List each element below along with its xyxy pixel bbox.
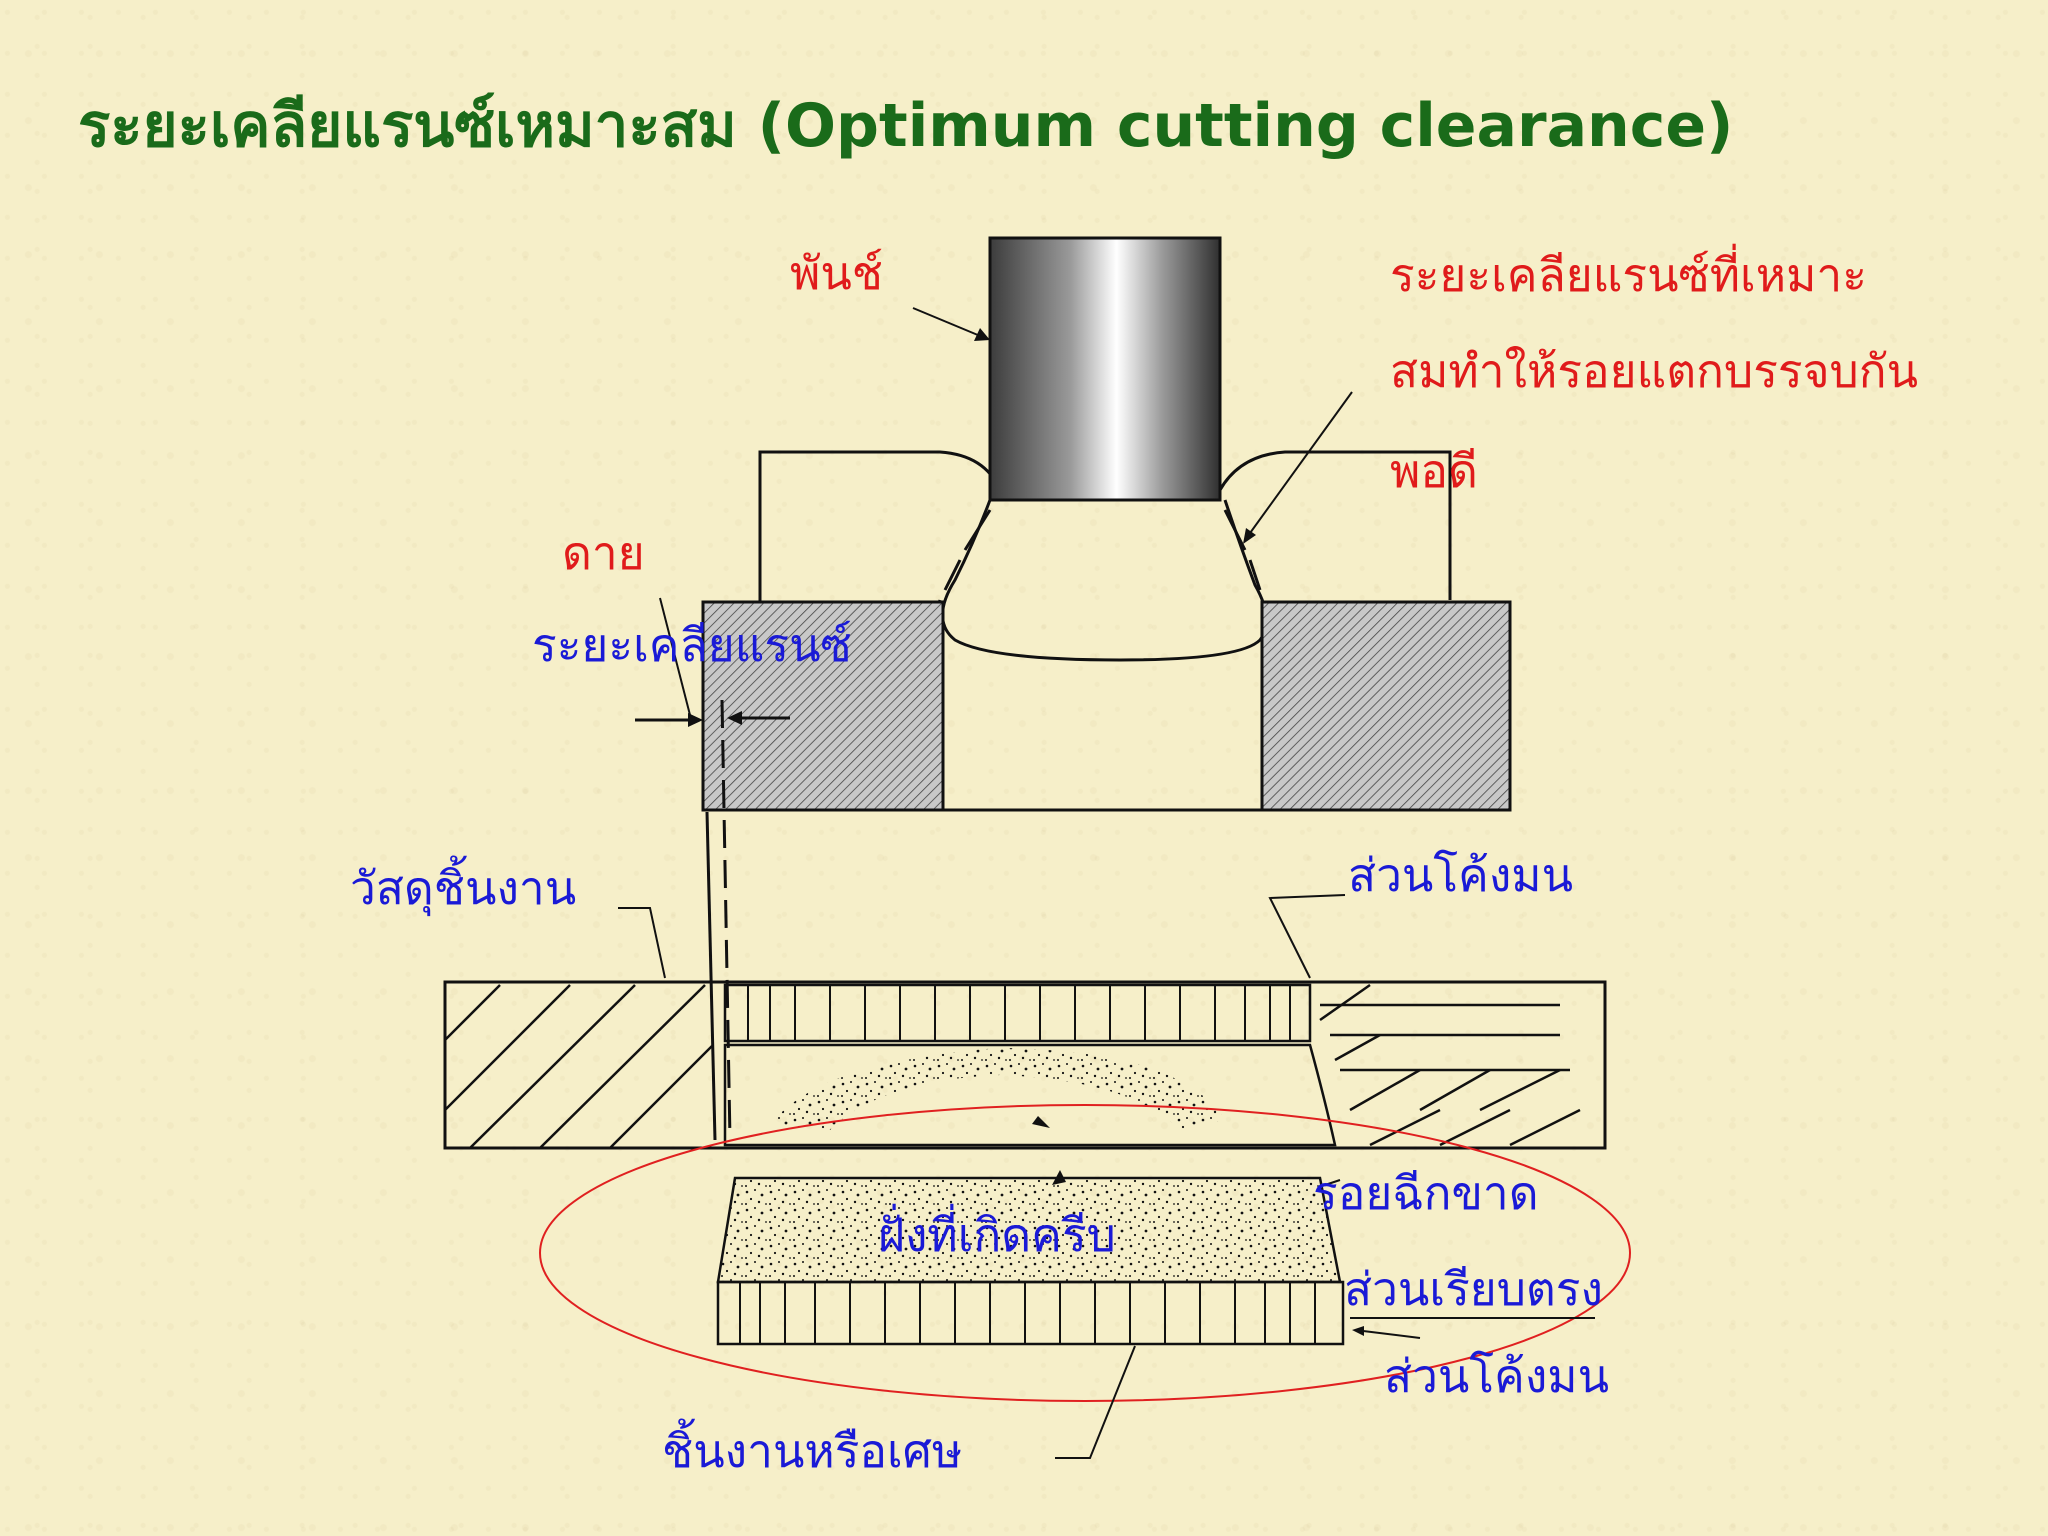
clearance-arrowhead-right (727, 711, 742, 725)
label-burnish-zone: ส่วนเรียบตรง (1344, 1262, 1603, 1316)
highlight-ellipse (539, 1104, 1631, 1402)
label-die: ดาย (562, 526, 645, 580)
sheet-speckle (770, 1048, 1225, 1130)
sheet-fracture-zone (723, 1043, 1337, 1147)
leader-part (1055, 1345, 1136, 1459)
label-burr-side: ฝั่งที่เกิดครีบ (878, 1208, 1116, 1262)
note-optimum-line2: สมทำให้รอยแตกบรรจบกัน (1390, 344, 1919, 398)
leader-workpiece (618, 907, 666, 979)
label-rollover-top: ส่วนโค้งมน (1348, 848, 1574, 902)
leader-lines (618, 307, 1595, 1459)
leader-punch (912, 307, 986, 339)
clearance-guide-1 (705, 811, 717, 1141)
workpiece-sheet (443, 980, 1607, 1150)
die-block-right (1260, 600, 1512, 812)
note-optimum-line1: ระยะเคลียแรนซ์ที่เหมาะ (1390, 248, 1867, 302)
leader-optimum-note (1244, 391, 1353, 541)
arrowhead-rollover-bottom (1352, 1326, 1364, 1336)
leader-rollover-bottom (1354, 1329, 1421, 1339)
clearance-guide-2 (720, 699, 732, 1141)
part-burnish-ticks (739, 1282, 1316, 1344)
slide-title: ระยะเคลียแรนซ์เหมาะสม (Optimum cutting c… (78, 91, 1734, 161)
label-punch: พันช์ (790, 246, 883, 300)
arrowhead-punch (974, 328, 990, 341)
leader-fracture (1324, 1179, 1341, 1186)
label-rollover-bottom: ส่วนโค้งมน (1384, 1349, 1610, 1403)
label-part-or-scrap: ชิ้นงานหรือเศษ (662, 1424, 963, 1478)
workpiece-hatch-left (444, 984, 713, 1149)
slug-under-punch (941, 499, 1268, 662)
arrowhead-optimum (1243, 528, 1256, 544)
punch-body (988, 236, 1222, 502)
label-clearance: ระยะเคลียแรนซ์ (532, 618, 852, 672)
leader-rollover-top (1268, 894, 1346, 979)
arrowhead-burr-down (1032, 1116, 1050, 1128)
label-fracture-zone: รอยฉีกขาด (1313, 1166, 1539, 1220)
arrowhead-burr-up (1052, 1170, 1066, 1185)
note-optimum-line3: พอดี (1390, 444, 1478, 498)
workpiece-hatch-right (1319, 983, 1581, 1147)
sheet-burnish-band (723, 983, 1312, 1043)
blanked-part-burnish (716, 1280, 1345, 1346)
sheet-burnish-ticks (747, 985, 1291, 1041)
clearance-arrowhead-left (688, 713, 703, 727)
fracture-crack-right (1223, 509, 1262, 591)
leader-clearance (659, 597, 691, 716)
die-block-left (701, 600, 945, 812)
label-workpiece-material: วัสดุชิ้นงาน (350, 861, 577, 915)
